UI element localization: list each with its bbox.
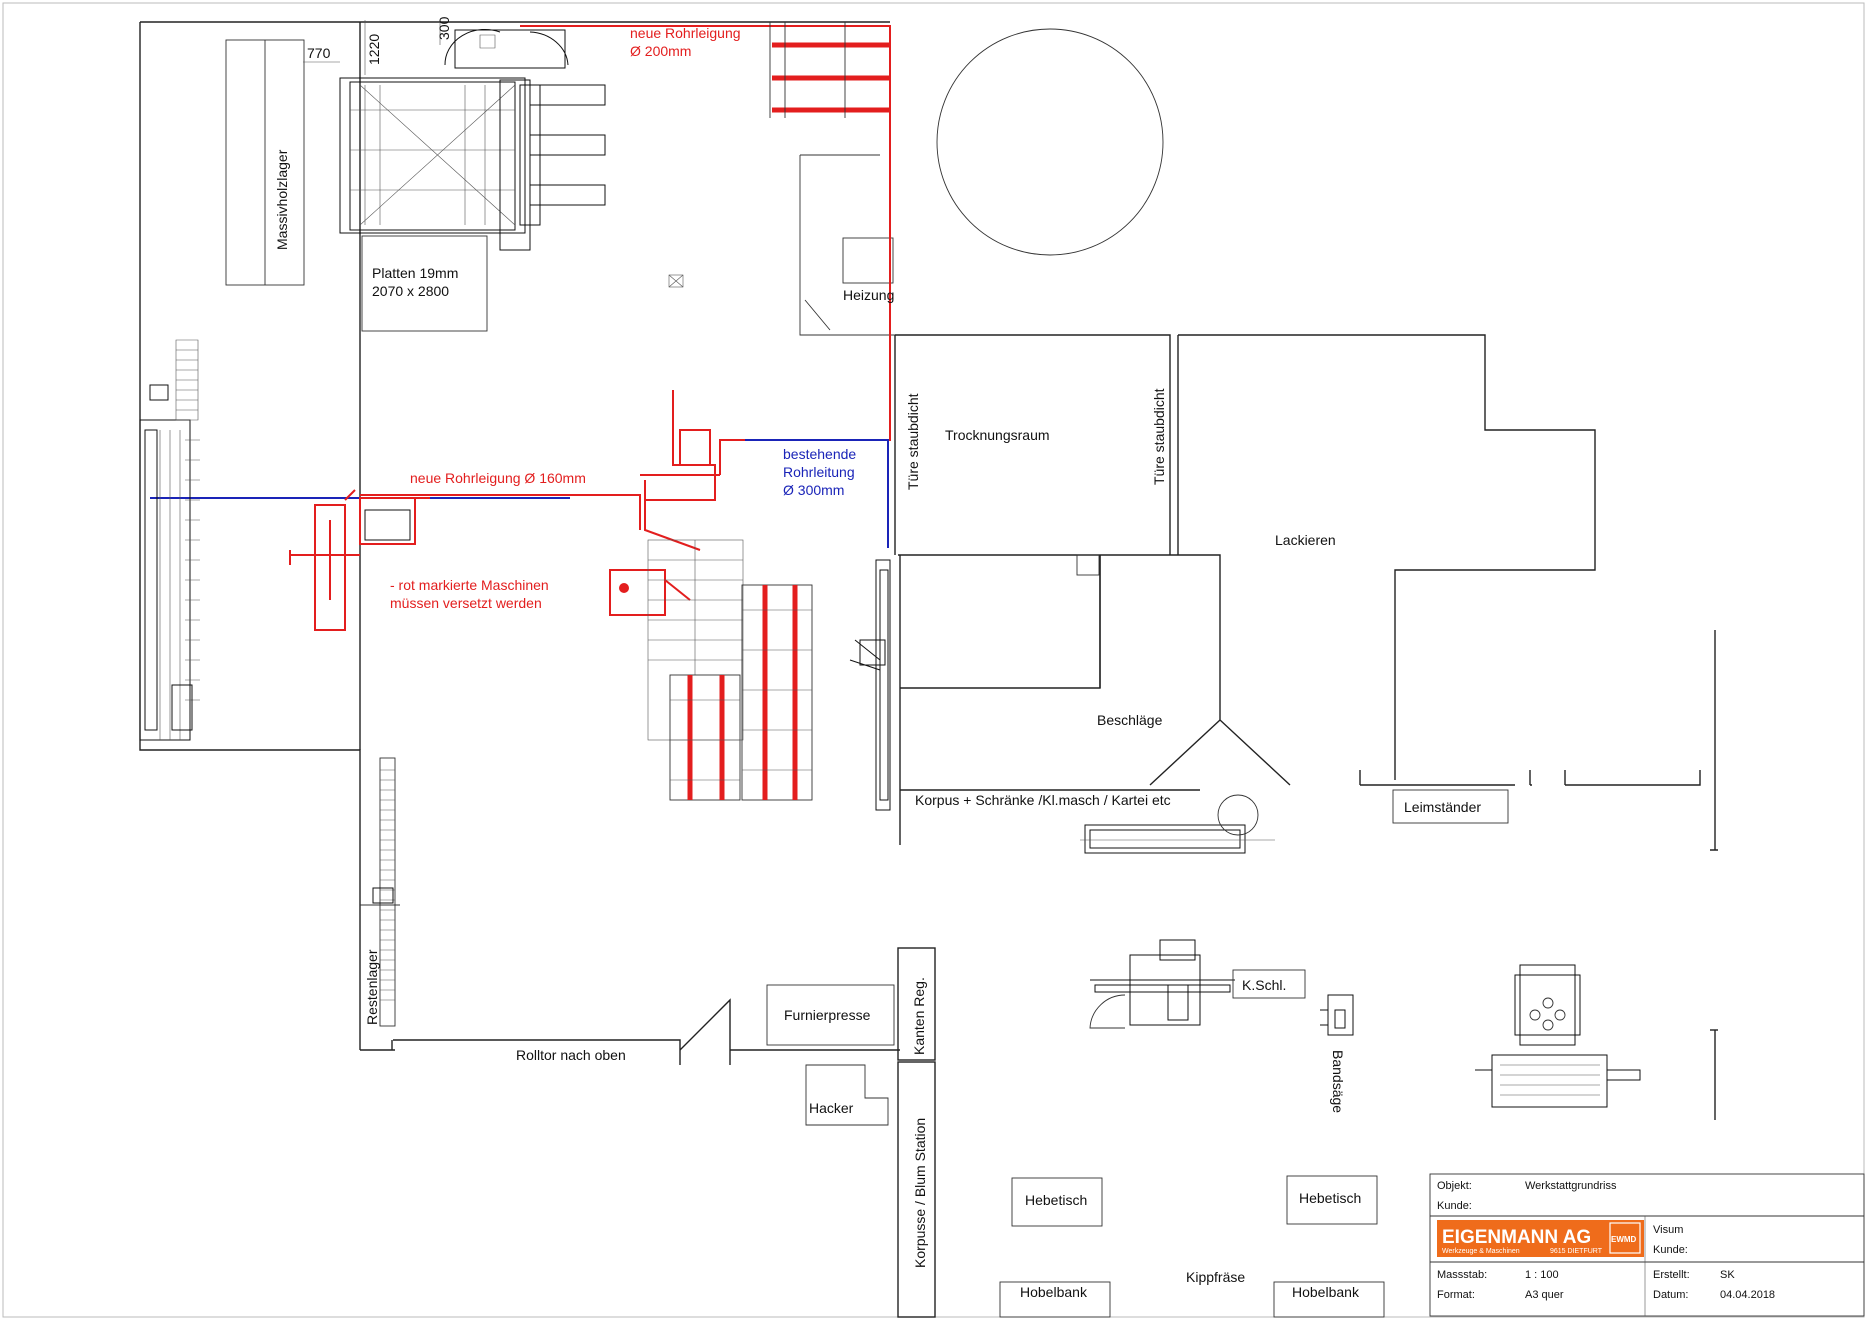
kippfraese-label: Kippfräse: [1186, 1269, 1245, 1285]
edge-bander-machine: [139, 339, 200, 741]
korpus-machine: [1080, 794, 1275, 854]
objekt-value: Werkstattgrundriss: [1525, 1180, 1617, 1192]
lackieren-label: Lackieren: [1275, 532, 1336, 548]
kunde-label: Kunde:: [1437, 1200, 1472, 1212]
bestehende-rohrleitung-line1: bestehende: [783, 446, 856, 462]
relocation-note-line2: müssen versetzt werden: [390, 595, 542, 611]
walls: [139, 21, 1718, 1318]
beam-saw-machine: [339, 28, 606, 251]
bandsaege-label: Bandsäge: [1330, 1050, 1346, 1113]
dimension-770: 770: [307, 45, 331, 61]
hebetisch-2-label: Hebetisch: [1299, 1190, 1361, 1206]
erstellt-value: SK: [1720, 1269, 1735, 1281]
roller-conveyor: [669, 584, 813, 801]
duct-new-160: [360, 494, 641, 530]
beschlaege-label: Beschläge: [1097, 712, 1163, 728]
tuere-staubdicht-1: Türe staubdicht: [905, 393, 921, 490]
dimension-1220: 1220: [366, 34, 382, 65]
hobelbank-2-box: [1273, 1281, 1385, 1318]
company-logo: EIGENMANN AG Werkzeuge & Maschinen 9615 …: [1437, 1220, 1644, 1257]
rolltor-label: Rolltor nach oben: [516, 1047, 626, 1063]
furnierpresse-label: Furnierpresse: [784, 1007, 871, 1023]
format-label: Format:: [1437, 1289, 1475, 1301]
neue-rohrleigung-200-line1: neue Rohrleigung: [630, 25, 741, 41]
bestehende-rohrleitung-line2: Rohrleitung: [783, 464, 855, 480]
massstab-label: Massstab:: [1437, 1269, 1487, 1281]
leimstaender-label: Leimständer: [1404, 799, 1481, 815]
hobelbank-1-box: [999, 1281, 1111, 1318]
relocate-machine-center: [609, 390, 720, 616]
massivholzlager-rack: [225, 39, 305, 286]
platten-stack: [361, 235, 488, 332]
logo-name: EIGENMANN AG: [1442, 1227, 1591, 1248]
relocation-note-line1: - rot markierte Maschinen: [390, 577, 549, 593]
planer-machine: [1475, 964, 1641, 1108]
hacker-box: [805, 1064, 889, 1126]
hobelbank-1-label: Hobelbank: [1020, 1284, 1088, 1300]
logo-mark: EWMD: [1611, 1235, 1637, 1244]
hebetisch-2-box: [1286, 1175, 1378, 1225]
kunde2-label: Kunde:: [1653, 1244, 1688, 1256]
korpus-schraenke-label: Korpus + Schränke /Kl.masch / Kartei etc: [915, 792, 1171, 808]
duct-new-200: [520, 22, 891, 475]
platten-label-line1: Platten 19mm: [372, 265, 458, 281]
kanten-reg-label: Kanten Reg.: [911, 977, 927, 1055]
k-schl-label: K.Schl.: [1242, 977, 1286, 993]
hebetisch-1-box: [1011, 1177, 1103, 1227]
datum-value: 04.04.2018: [1720, 1289, 1775, 1301]
furnierpresse-box: [766, 984, 895, 1046]
restenlager-rack: [360, 757, 400, 1027]
cnc-column-machine: [849, 559, 891, 811]
massivholzlager-label: Massivholzlager: [274, 149, 290, 250]
tuere-staubdicht-2: Türe staubdicht: [1151, 388, 1167, 485]
panel-saw-machine: [1089, 939, 1235, 1029]
hacker-label: Hacker: [809, 1100, 854, 1116]
dimension-lines: [303, 20, 441, 75]
dimension-300: 300: [436, 16, 452, 40]
leimstaender-box: [1392, 789, 1509, 824]
heizung-label: Heizung: [843, 287, 894, 303]
format-value: A3 quer: [1525, 1289, 1564, 1301]
logo-sub-right: 9615 DIETFURT: [1550, 1248, 1603, 1255]
title-block: [1429, 1173, 1865, 1317]
bestehende-rohrleitung-line3: Ø 300mm: [783, 482, 844, 498]
erstellt-label: Erstellt:: [1653, 1269, 1690, 1281]
massstab-value: 1 : 100: [1525, 1269, 1559, 1281]
hobelbank-2-label: Hobelbank: [1292, 1284, 1360, 1300]
visum-label: Visum: [1653, 1224, 1683, 1236]
datum-label: Datum:: [1653, 1289, 1688, 1301]
neue-rohrleigung-200-line2: Ø 200mm: [630, 43, 691, 59]
neue-rohrleigung-160-label: neue Rohrleigung Ø 160mm: [410, 470, 586, 486]
relocate-machine-saw: [289, 489, 430, 631]
bandsaege-machine: [1320, 994, 1354, 1036]
logo-sub-left: Werkzeuge & Maschinen: [1442, 1248, 1520, 1255]
objekt-label: Objekt:: [1437, 1180, 1472, 1192]
k-schl-box: [1232, 969, 1306, 999]
trocknungsraum-label: Trocknungsraum: [945, 427, 1050, 443]
hebetisch-1-label: Hebetisch: [1025, 1192, 1087, 1208]
restenlager-label: Restenlager: [364, 949, 380, 1025]
platten-label-line2: 2070 x 2800: [372, 283, 449, 299]
korpusse-blum-label: Korpusse / Blum Station: [912, 1118, 928, 1268]
